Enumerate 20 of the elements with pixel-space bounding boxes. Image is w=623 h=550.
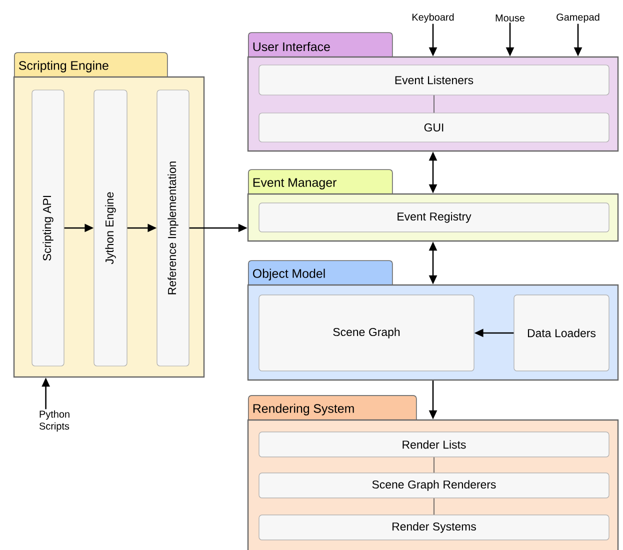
component-box: Scene Graph Renderers (258, 472, 610, 498)
input-label: Gamepad (556, 13, 600, 23)
component-box: Event Registry (258, 202, 610, 232)
node-label: Rendering System (253, 404, 354, 416)
node-label: Event Manager (253, 178, 336, 190)
component-box: Event Listeners (258, 64, 610, 96)
vertical-box: Jython Engine (94, 90, 128, 366)
node-label: Scripting Engine (18, 60, 108, 72)
input-label: Python Scripts (39, 410, 70, 432)
vertical-box: Reference Implementation (156, 90, 190, 366)
input-label: Mouse (496, 14, 524, 22)
node-label: Object Model (253, 268, 325, 280)
node-label: User Interface (253, 42, 330, 52)
input-label: Keyboard (412, 13, 454, 23)
component-box: Data Loaders (514, 294, 610, 372)
component-box: GUI (258, 112, 610, 142)
vertical-box: Scripting API (32, 90, 64, 366)
component-box: Scene Graph (258, 294, 474, 372)
component-box: Render Systems (258, 514, 610, 540)
component-box: Render Lists (258, 432, 610, 458)
